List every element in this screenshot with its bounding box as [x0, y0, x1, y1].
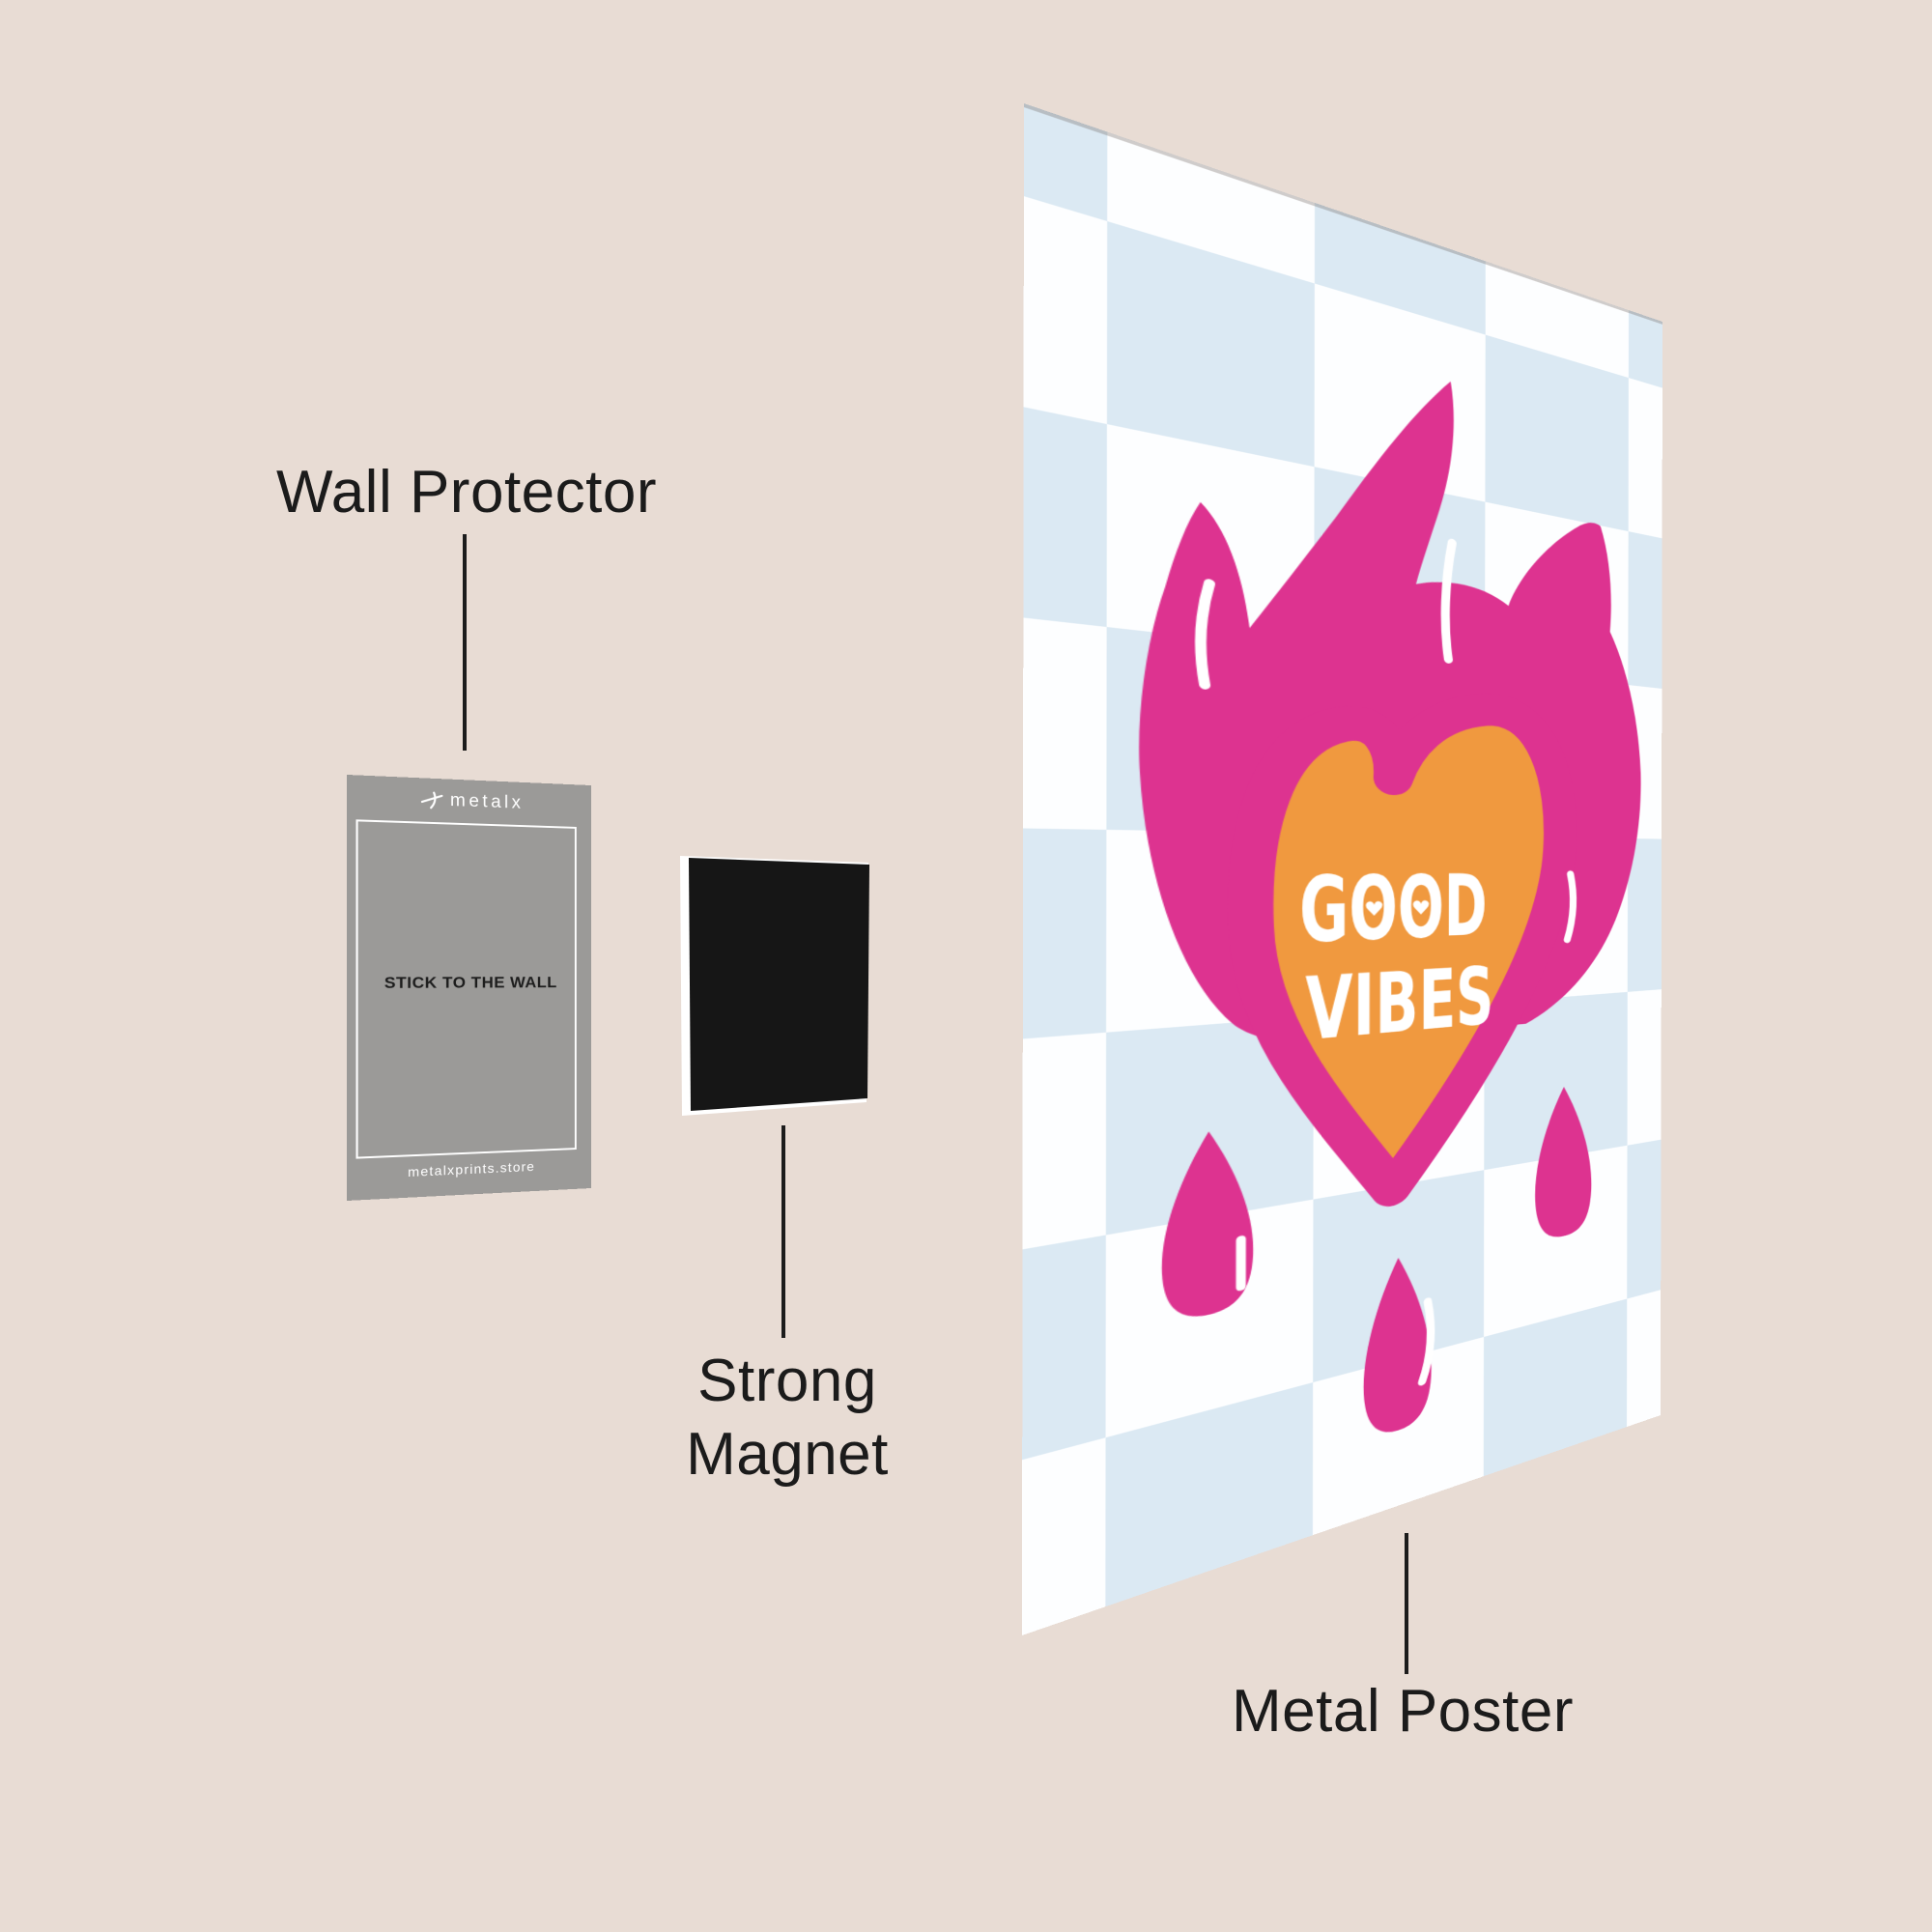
wall-protector-connector-line — [463, 534, 467, 751]
drip-middle — [1363, 1250, 1432, 1441]
drip-right — [1535, 1083, 1592, 1243]
drip-left — [1161, 1125, 1254, 1325]
wall-protector-label: Wall Protector — [275, 459, 657, 526]
heart-graphic — [1250, 689, 1560, 1214]
poster-artwork: GOOD VIBES ♥ ♥ — [1138, 298, 1642, 1441]
poster-text-good: GOOD — [1299, 857, 1488, 963]
strong-magnet-connector-line — [781, 1125, 785, 1338]
strong-magnet-label-line1: Strong — [697, 1348, 877, 1414]
o-heart-icon: ♥ — [1364, 897, 1384, 921]
metal-poster-connector-line — [1405, 1533, 1408, 1674]
metal-poster-label: Metal Poster — [1231, 1678, 1575, 1745]
o-heart-icon: ♥ — [1411, 897, 1431, 920]
strong-magnet-label: Strong Magnet — [497, 1345, 1077, 1492]
metal-poster: GOOD VIBES ♥ ♥ — [1022, 103, 1663, 1636]
magnet-front — [689, 858, 869, 1111]
poster-text-vibes: VIBES — [1305, 950, 1493, 1061]
strong-magnet-label-line2: Magnet — [686, 1421, 889, 1488]
